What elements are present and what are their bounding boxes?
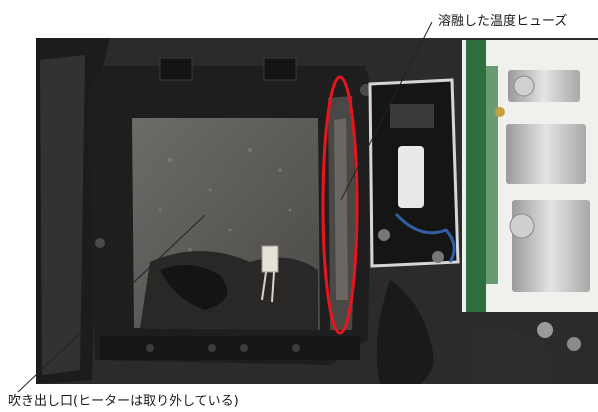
pcb-edge-green xyxy=(466,40,486,312)
capacitor-middle xyxy=(506,124,586,184)
lower-right-screw-2 xyxy=(567,337,581,351)
pcb-component-gold xyxy=(495,107,505,117)
frame-tab-left xyxy=(159,57,193,81)
lower-right-screw xyxy=(537,322,553,338)
lower-right-parts xyxy=(470,326,554,384)
white-connector xyxy=(261,245,279,273)
frame-bottom-edge xyxy=(100,336,360,360)
capacitor-top-cap xyxy=(513,75,535,97)
fuse-highlight-ellipse xyxy=(321,75,359,335)
white-cylinder xyxy=(398,146,424,208)
terminal-right xyxy=(432,251,444,263)
burnt-cable-bundle xyxy=(376,280,434,384)
housing-vent-slot xyxy=(390,104,434,128)
capacitor-bottom-cap xyxy=(509,213,535,239)
left-wall xyxy=(40,55,85,375)
frame-bottom-screws xyxy=(146,344,300,352)
terminal-left xyxy=(378,229,390,241)
pcb-trace-strip xyxy=(486,66,498,284)
fuse-leader-line xyxy=(340,21,433,201)
burnt-debris-dark xyxy=(160,265,228,310)
vent-leader-line xyxy=(17,214,206,393)
melted-fuse-surface xyxy=(334,118,348,300)
screw-hole-left xyxy=(95,238,105,248)
vent-caption: 吹き出し口(ヒーターは取り外している) xyxy=(8,394,239,409)
frame-tab-right xyxy=(263,57,297,81)
blue-wire xyxy=(394,212,456,263)
fuse-caption: 溶融した温度ヒューズ xyxy=(438,14,568,29)
connector-wires xyxy=(261,271,275,303)
dust-speckles xyxy=(158,148,292,252)
burnt-debris xyxy=(140,251,318,330)
